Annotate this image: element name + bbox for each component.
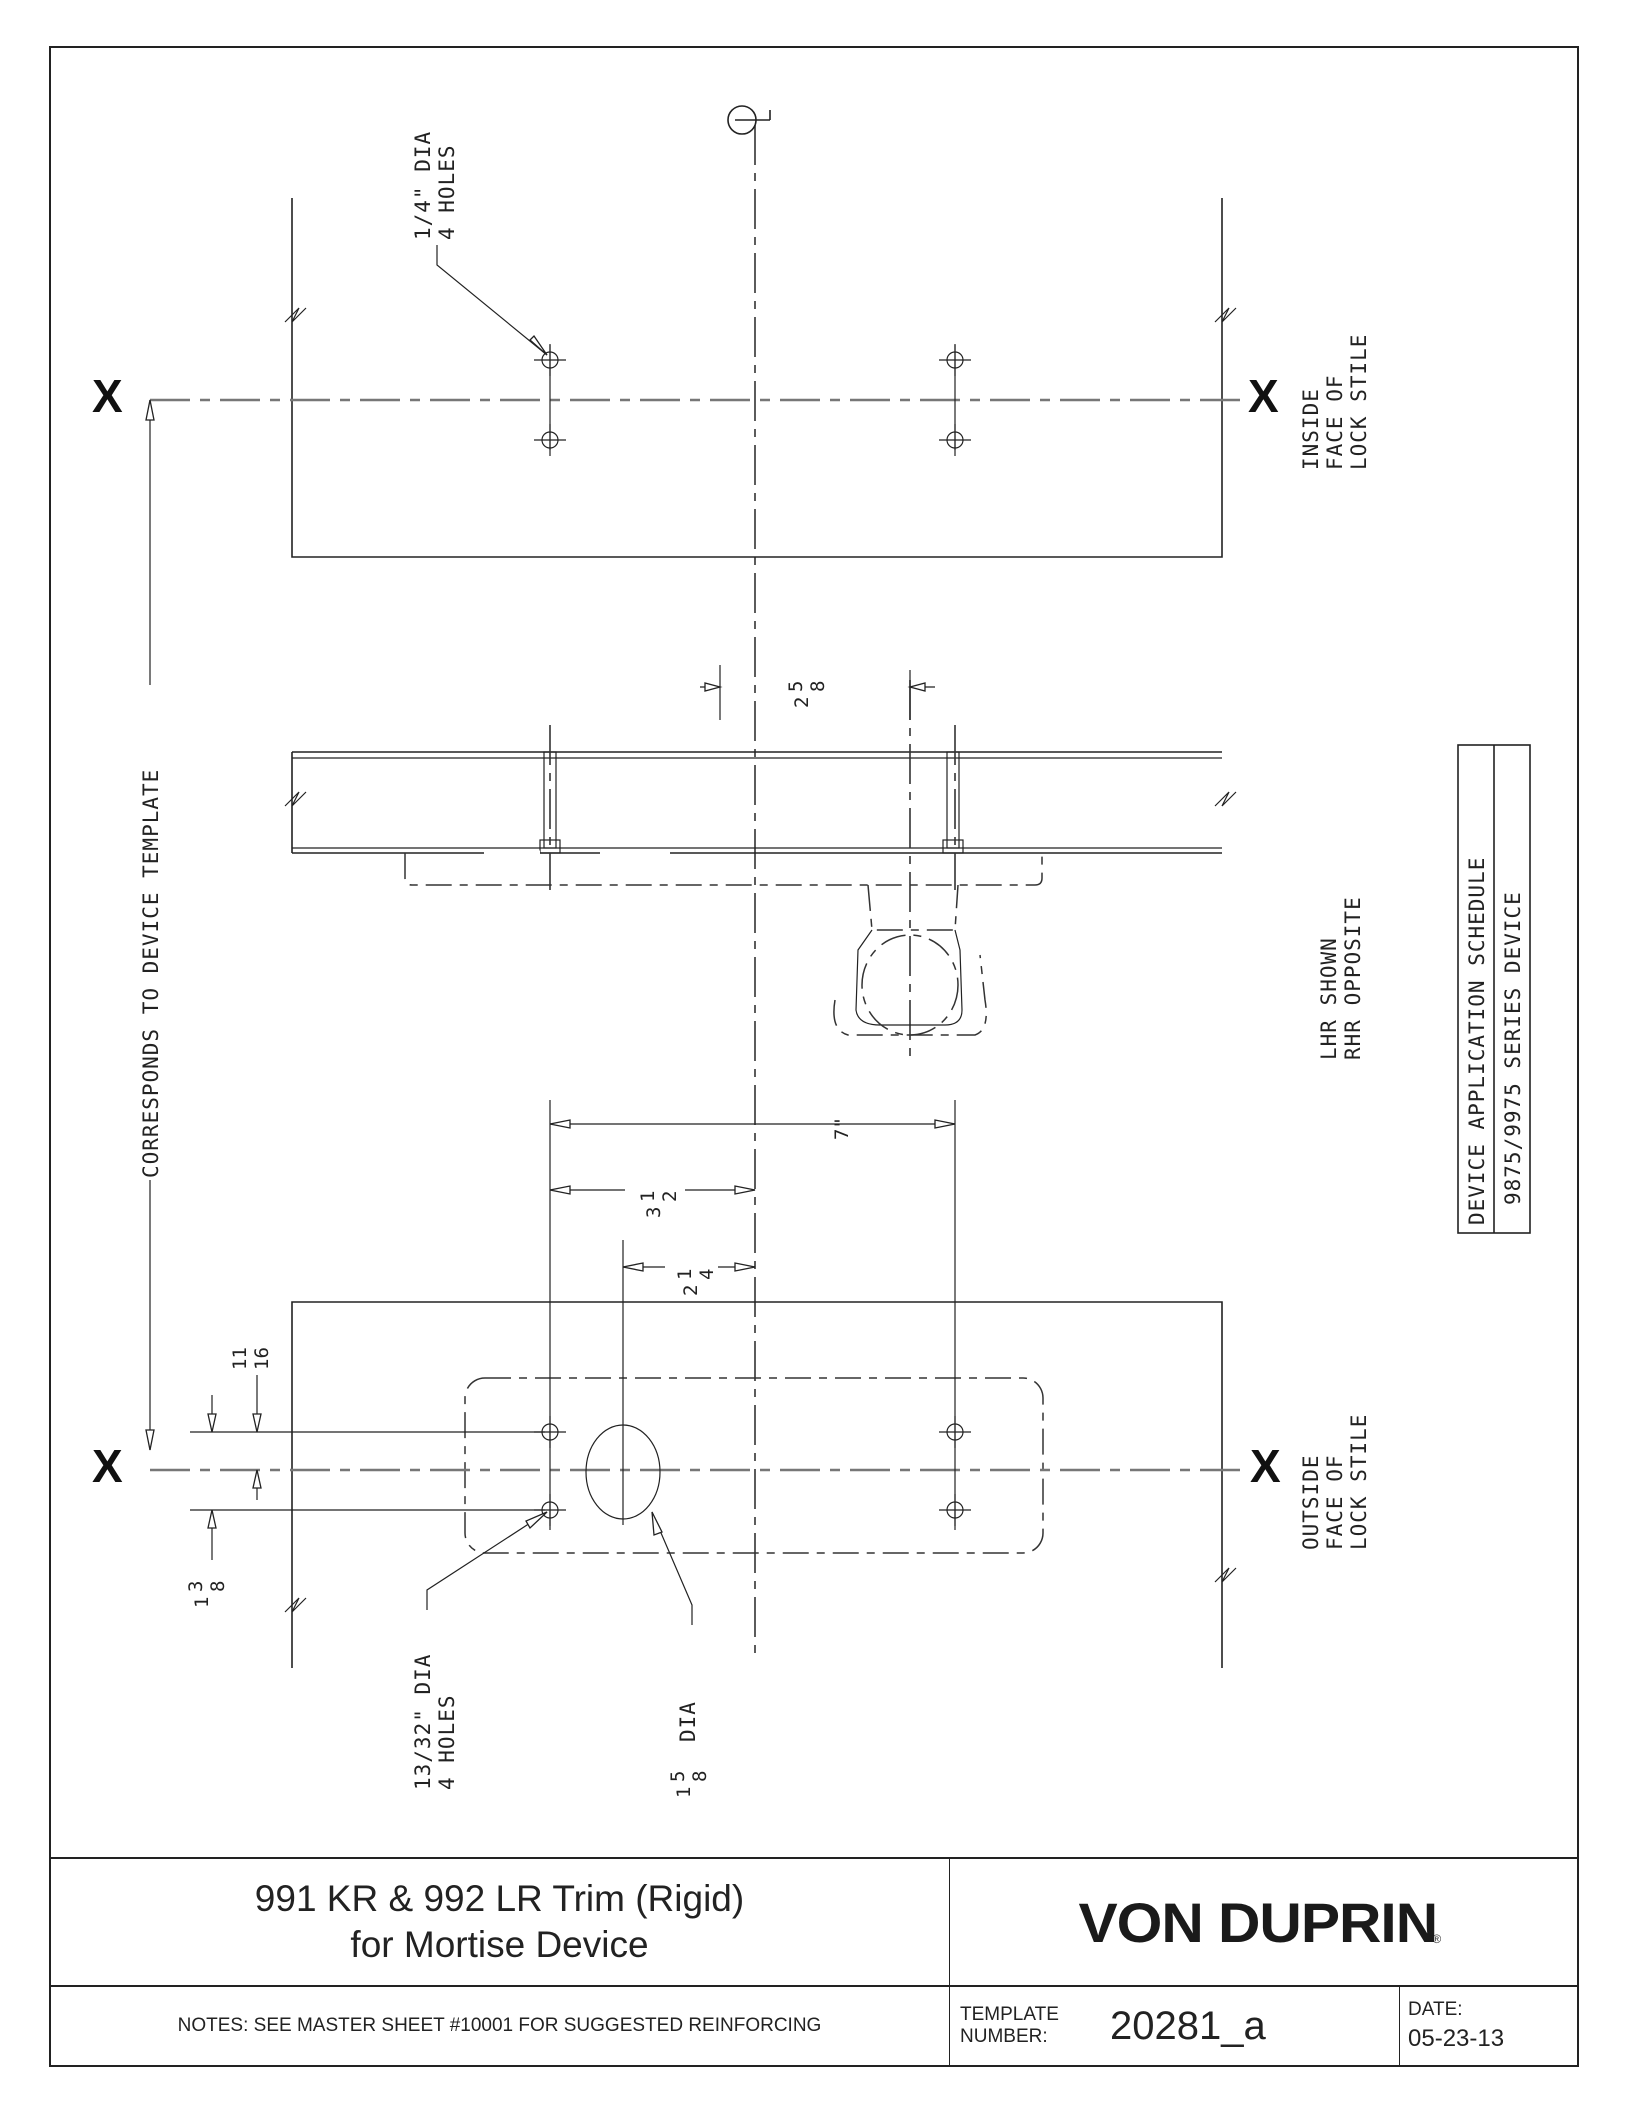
dim-overall-7: 7": [831, 1117, 853, 1140]
mounting-hole-icon: [533, 423, 567, 457]
svg-text:2: 2: [791, 697, 813, 708]
svg-text:DIA: DIA: [676, 1701, 700, 1742]
outside-holes-note-2: 4 HOLES: [435, 1694, 459, 1790]
template-number-value: 20281_a: [1110, 2003, 1266, 2048]
outside-holes-note-1: 13/32" DIA: [411, 1654, 435, 1790]
svg-text:1: 1: [674, 1269, 696, 1280]
handing-note-2: RHR OPPOSITE: [1341, 896, 1365, 1060]
template-reference-label: CORRESPONDS TO DEVICE TEMPLATE: [139, 769, 163, 1178]
svg-text:8: 8: [207, 1581, 229, 1592]
template-number-field: TEMPLATE NUMBER: 20281_a: [950, 1986, 1400, 2066]
schedule-header: DEVICE APPLICATION SCHEDULE: [1465, 857, 1489, 1225]
svg-text:3: 3: [185, 1581, 207, 1592]
break-icon: [1214, 307, 1237, 323]
title-line-2: for Mortise Device: [350, 1924, 649, 1965]
break-icon: [284, 307, 307, 323]
outside-face-label-3: LOCK STILE: [1347, 1414, 1371, 1550]
mounting-hole-icon: [938, 423, 972, 457]
outside-trim-view: 7" 3 1 2 2 1 4 11 16: [92, 1100, 1371, 1798]
svg-text:1: 1: [637, 1191, 659, 1202]
svg-text:16: 16: [251, 1347, 273, 1370]
svg-text:8: 8: [689, 1771, 711, 1782]
brand-name: VON DUPRIN: [1078, 1890, 1438, 1954]
svg-text:2: 2: [659, 1191, 681, 1202]
dim-half-3-1-2: 3 1 2: [637, 1191, 681, 1218]
dim-cylinder-2-1-4: 2 1 4: [674, 1269, 718, 1296]
svg-text:2: 2: [680, 1285, 702, 1296]
dim-backset-side: 2 5 8: [785, 681, 829, 708]
date-value: 05-23-13: [1408, 2025, 1505, 2052]
mounting-hole-icon: [938, 1415, 972, 1449]
x-marker-icon: X: [1248, 370, 1279, 422]
inside-holes-note-1: 1/4" DIA: [411, 131, 435, 240]
device-application-schedule: DEVICE APPLICATION SCHEDULE 9875/9975 SE…: [1457, 744, 1531, 1234]
centerline-symbol-icon: [727, 105, 771, 135]
handing-note-1: LHR SHOWN: [1317, 937, 1341, 1060]
svg-text:11: 11: [229, 1347, 251, 1370]
svg-text:3: 3: [643, 1207, 665, 1218]
cylinder-hole-icon: [585, 1424, 661, 1520]
title-line-1: 991 KR & 992 LR Trim (Rigid): [254, 1878, 745, 1919]
x-marker-icon: X: [1250, 1440, 1281, 1492]
schedule-row-1: 9875/9975 SERIES DEVICE: [1501, 891, 1525, 1205]
outside-face-label-2: FACE OF: [1323, 1454, 1347, 1550]
outside-face-label-1: OUTSIDE: [1299, 1454, 1323, 1550]
registered-mark-icon: ®: [1432, 1932, 1442, 1946]
date-label: DATE:: [1408, 1999, 1463, 2020]
svg-text:4: 4: [696, 1269, 718, 1280]
title-block-mid-rule: [50, 1985, 1578, 1987]
cylinder-dia-note: 1 5 8 DIA: [667, 1701, 711, 1798]
inside-face-label-1: INSIDE: [1299, 388, 1323, 470]
inside-holes-note-2: 4 HOLES: [435, 144, 459, 240]
mounting-hole-icon: [938, 343, 972, 377]
svg-text:5: 5: [667, 1771, 689, 1782]
drawing-title: 991 KR & 992 LR Trim (Rigid) for Mortise…: [50, 1858, 950, 1986]
template-number-label: TEMPLATE NUMBER:: [960, 2004, 1059, 2047]
side-section-view: 2 5 8 LHR SHOWN RHR OPPOSITE: [284, 665, 1365, 1060]
x-marker-icon: X: [92, 1440, 123, 1492]
inside-face-label-3: LOCK STILE: [1347, 334, 1371, 470]
svg-text:1: 1: [673, 1787, 695, 1798]
mounting-hole-icon: [938, 1493, 972, 1527]
notes-field: NOTES: SEE MASTER SHEET #10001 FOR SUGGE…: [50, 1986, 950, 2066]
notes-text: NOTES: SEE MASTER SHEET #10001 FOR SUGGE…: [177, 2015, 822, 2036]
template-reference-dimension: CORRESPONDS TO DEVICE TEMPLATE: [139, 399, 163, 1451]
dim-11-16: 11 16: [229, 1347, 273, 1370]
inside-face-label-2: FACE OF: [1323, 374, 1347, 470]
dim-1-3-8: 1 3 8: [185, 1581, 229, 1608]
x-marker-icon: X: [92, 370, 123, 422]
inside-trim-view: 1/4" DIA 4 HOLES X X INSIDE FACE OF LOCK…: [92, 131, 1371, 558]
date-field: DATE: 05-23-13: [1400, 1986, 1578, 2066]
title-block-top-rule: [50, 1857, 1578, 1859]
svg-text:8: 8: [807, 681, 829, 692]
svg-text:5: 5: [785, 681, 807, 692]
page-border: [49, 46, 1579, 2067]
svg-text:1: 1: [191, 1597, 213, 1608]
brand-logo: VON DUPRIN ®: [950, 1858, 1578, 1986]
